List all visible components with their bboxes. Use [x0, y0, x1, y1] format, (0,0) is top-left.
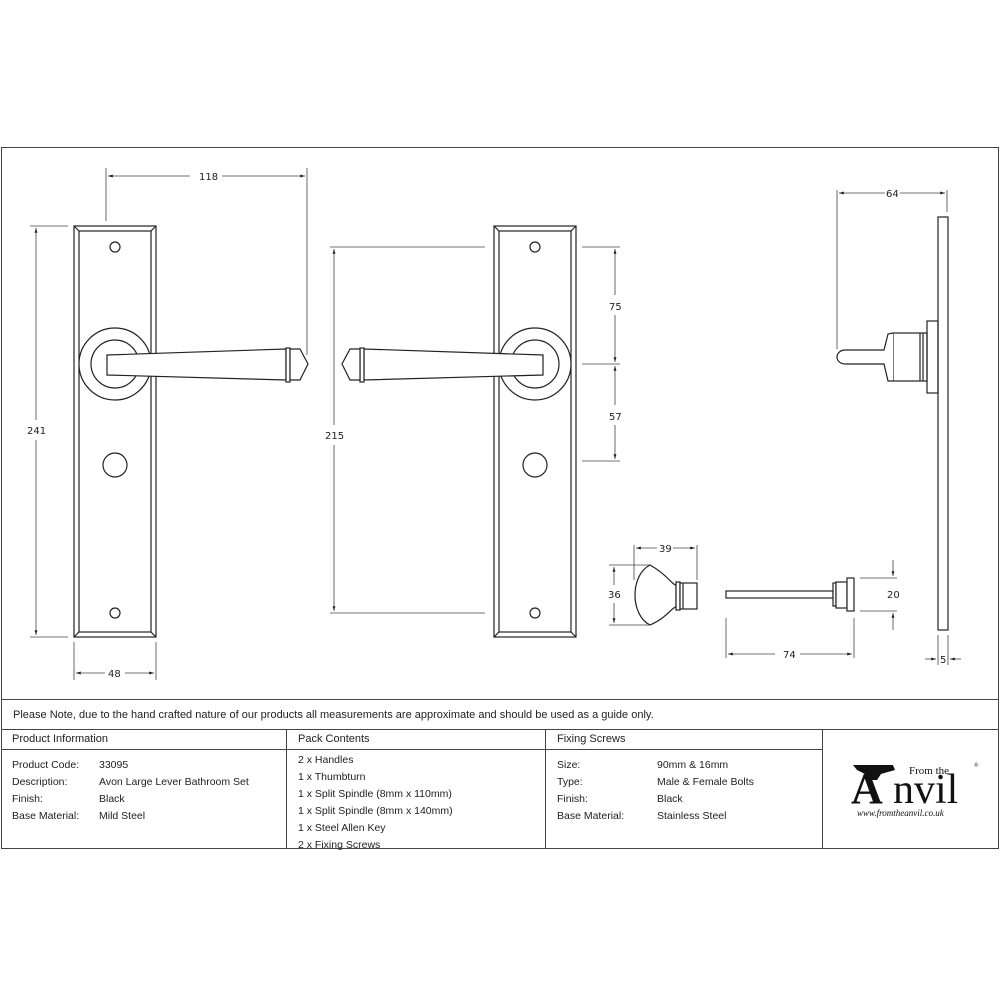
- finish-value: Black: [657, 793, 683, 805]
- type-value: Male & Female Bolts: [657, 776, 754, 788]
- pack-contents-heading: Pack Contents: [287, 730, 545, 750]
- side-view: [836, 216, 949, 631]
- label: Product Code:: [12, 759, 80, 771]
- spec-table: Product Information Product Code: 33095 D…: [1, 729, 999, 851]
- pack-item: 2 x Handles: [298, 754, 354, 766]
- dim-64: 64: [886, 189, 899, 200]
- logo-from-the: From the: [909, 765, 949, 777]
- fixing-screws-heading: Fixing Screws: [546, 730, 822, 750]
- size-value: 90mm & 16mm: [657, 759, 729, 771]
- type-row: Type: Male & Female Bolts: [557, 774, 822, 791]
- size-row: Size: 90mm & 16mm: [557, 757, 822, 774]
- pack-item: 2 x Fixing Screws: [298, 839, 381, 851]
- label: Size:: [557, 759, 581, 771]
- front-view-right: [341, 225, 577, 638]
- label: Base Material:: [557, 810, 625, 822]
- dim-20: 20: [887, 590, 900, 601]
- drawing-sheet-frame: [1, 147, 999, 849]
- dim-36: 36: [608, 590, 621, 601]
- base-material-value: Stainless Steel: [657, 810, 727, 822]
- description-value: Avon Large Lever Bathroom Set: [99, 776, 249, 788]
- product-information-heading: Product Information: [1, 730, 286, 750]
- pack-item: 1 x Steel Allen Key: [298, 822, 386, 834]
- release-view: [725, 577, 855, 612]
- anvil-icon: [853, 765, 895, 780]
- dim-39: 39: [659, 544, 672, 555]
- front-view-left: [73, 225, 309, 638]
- pack-item: 1 x Thumbturn: [298, 771, 366, 783]
- label: Type:: [557, 776, 583, 788]
- label: Description:: [12, 776, 68, 788]
- logo-url: www.fromtheanvil.co.uk: [857, 808, 945, 818]
- dim-118: 118: [199, 172, 218, 183]
- from-the-anvil-logo: A nvil From the ® www.fromtheanvil.co.uk: [823, 730, 999, 849]
- description-row: Description: Avon Large Lever Bathroom Se…: [12, 774, 286, 791]
- dim-5: 5: [940, 655, 946, 666]
- label: Finish:: [12, 793, 43, 805]
- dim-241: 241: [27, 426, 46, 437]
- dim-57: 57: [609, 412, 622, 423]
- dim-48: 48: [108, 669, 121, 680]
- base-material-row: Base Material: Mild Steel: [12, 808, 286, 825]
- disclaimer-note: Please Note, due to the hand crafted nat…: [1, 699, 999, 729]
- product-information-section: Product Information Product Code: 33095 D…: [1, 730, 287, 849]
- label: Base Material:: [12, 810, 80, 822]
- finish-value: Black: [99, 793, 125, 805]
- logo-brand: nvil: [893, 767, 958, 813]
- product-code-value: 33095: [99, 759, 129, 771]
- base-material-value: Mild Steel: [99, 810, 146, 822]
- fixing-screws-section: Fixing Screws Size: 90mm & 16mm Type: Male…: [546, 730, 823, 849]
- pack-contents-section: Pack Contents 2 x Handles 1 x Thumbturn …: [287, 730, 546, 851]
- thumbturn-view: [634, 564, 698, 626]
- dim-74: 74: [783, 650, 796, 661]
- label: Finish:: [557, 793, 588, 805]
- base-material-row: Base Material: Stainless Steel: [557, 808, 822, 825]
- product-code-row: Product Code: 33095: [12, 757, 286, 774]
- finish-row: Finish: Black: [12, 791, 286, 808]
- finish-row: Finish: Black: [557, 791, 822, 808]
- registered-mark: ®: [974, 762, 979, 769]
- dim-75: 75: [609, 302, 622, 313]
- pack-item: 1 x Split Spindle (8mm x 140mm): [298, 805, 453, 817]
- pack-item: 1 x Split Spindle (8mm x 110mm): [298, 788, 452, 800]
- logo-initial: A: [851, 764, 883, 813]
- dim-215: 215: [325, 431, 344, 442]
